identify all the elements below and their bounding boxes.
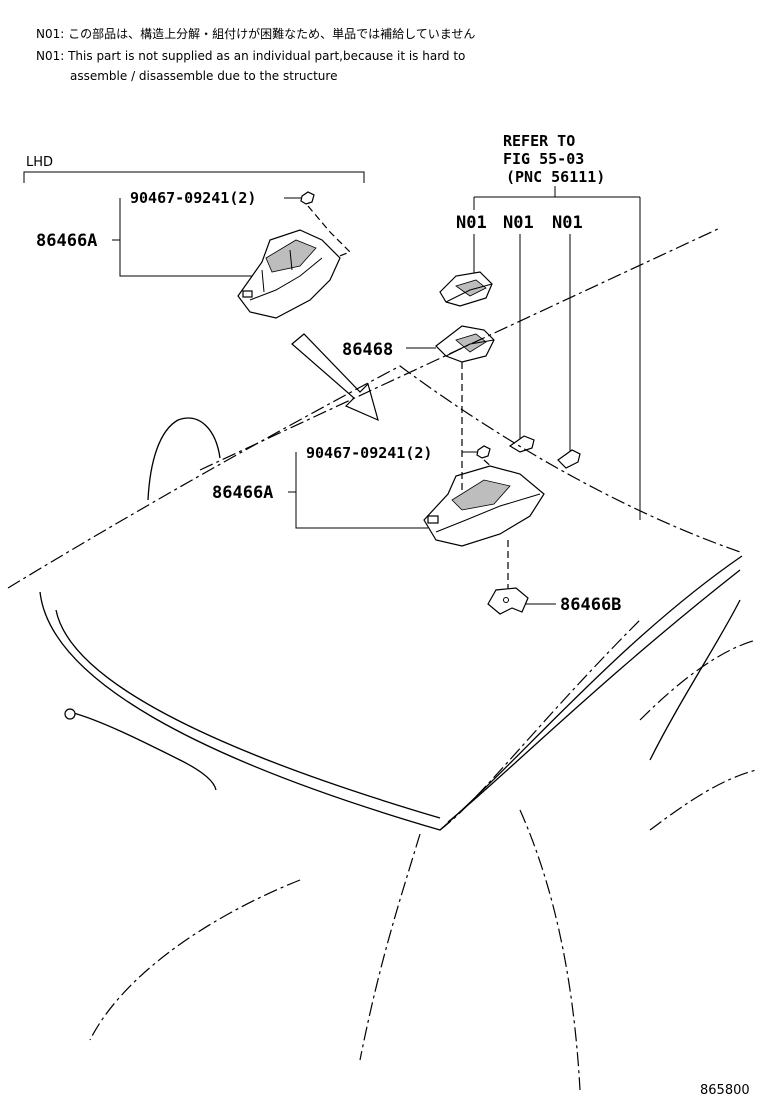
figure-number: 865800	[700, 1083, 750, 1098]
door-edge	[649, 599, 741, 761]
bracket-mid-part	[423, 465, 545, 547]
windshield-glass	[39, 555, 743, 831]
clip-b-part	[508, 435, 535, 453]
fender-line	[519, 809, 581, 1091]
washer-hose	[69, 711, 217, 791]
clip-c-part	[557, 449, 581, 469]
a-pillar	[439, 619, 641, 831]
cowl-edge	[447, 569, 741, 823]
n01-label-a: N01	[456, 213, 487, 233]
refer-line3: (PNC 56111)	[506, 168, 605, 186]
bracket-mid-label: 86466A	[212, 483, 273, 503]
part-86466b	[487, 587, 529, 615]
lhd-label: LHD	[26, 155, 53, 170]
note-en-line2: assemble / disassemble due to the struct…	[70, 69, 337, 83]
bracket-top-part	[237, 229, 341, 319]
bolt-top-label: 90467-09241(2)	[130, 189, 256, 207]
bolt-top-part	[300, 191, 352, 263]
part-86466b-label: 86466B	[560, 595, 621, 615]
pillar-trim	[147, 417, 221, 501]
mirror-mount-part	[439, 271, 493, 307]
bracket-top-leader	[119, 198, 258, 277]
refer-leader	[473, 186, 641, 520]
windshield-top-edge	[7, 365, 741, 589]
refer-line2: FIG 55-03	[503, 150, 584, 168]
bracket-mid-leader	[295, 452, 428, 529]
note-en-line1: N01: This part is not supplied as an ind…	[36, 49, 465, 63]
refer-line1: REFER TO	[503, 132, 575, 150]
roof-line	[199, 227, 721, 471]
hose-connector	[64, 708, 76, 720]
n01-label-c: N01	[552, 213, 583, 233]
n01-label-b: N01	[503, 213, 534, 233]
part-86468-label: 86468	[342, 340, 393, 360]
hood-line	[359, 833, 421, 1061]
door-line	[639, 639, 757, 721]
hood-crease	[89, 879, 301, 1041]
door-lower-line	[649, 769, 757, 831]
bracket-top-label: 86466A	[36, 231, 97, 251]
bolt-mid-label: 90467-09241(2)	[306, 444, 432, 462]
note-jp: N01: この部品は、構造上分解・組付けが困難なため、単品では補給していません	[36, 26, 475, 41]
windshield-inner-edge	[55, 609, 441, 819]
lhd-bracket-line	[23, 171, 365, 183]
